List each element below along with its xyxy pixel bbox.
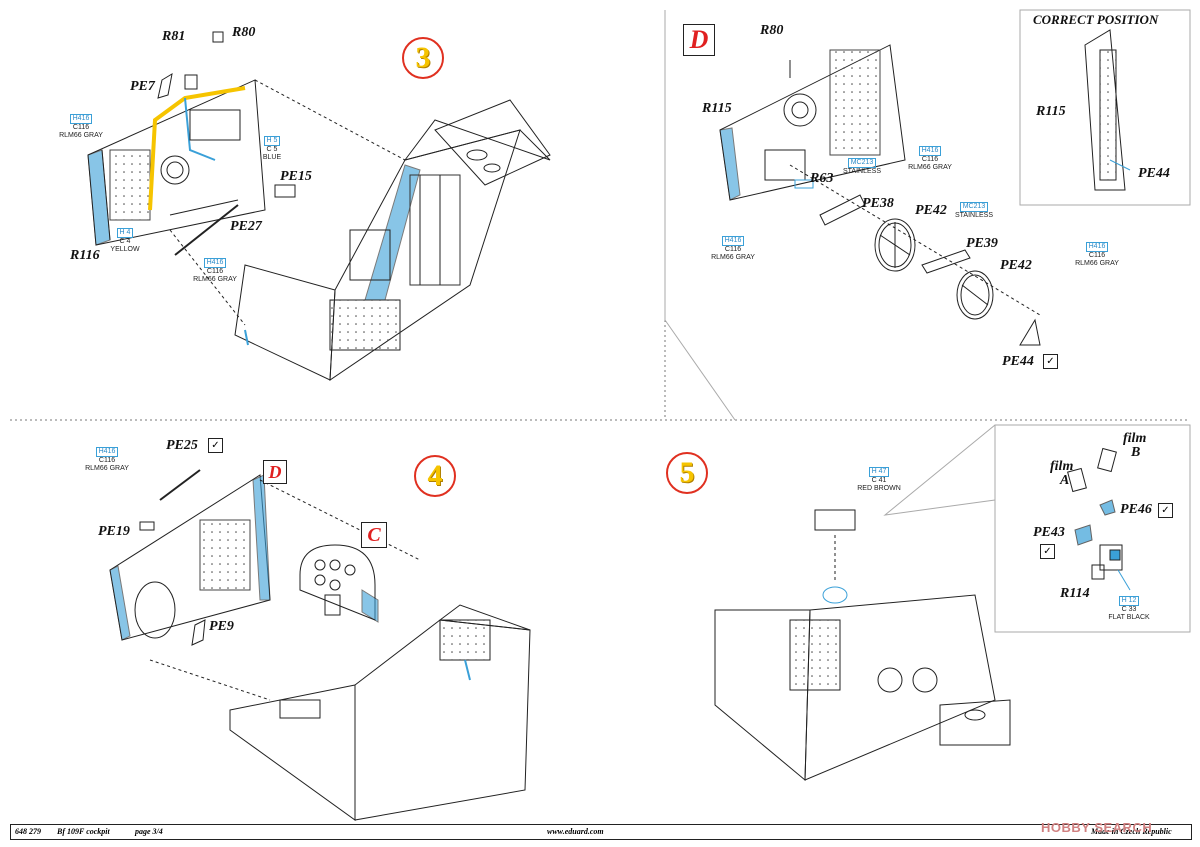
color-callout-5: MC213 STAINLESS <box>834 158 890 176</box>
checkmark-icon-pe25: ✓ <box>208 438 223 453</box>
color-callout-6: H416 C116 RLM66 GRAY <box>902 146 958 172</box>
part-label-pe42-a: PE42 <box>915 203 947 218</box>
footer-product-title: Bf 109F cockpit <box>57 827 110 836</box>
footer-page-number: page 3/4 <box>135 827 163 836</box>
color-name: RLM66 GRAY <box>1075 260 1119 267</box>
part-label-pe39: PE39 <box>966 236 998 251</box>
color-name: RED BROWN <box>857 485 901 492</box>
color-name: YELLOW <box>110 246 140 253</box>
color-name: STAINLESS <box>843 168 881 175</box>
part-label-pe27: PE27 <box>230 219 262 234</box>
color-code-h: H416 <box>1085 242 1109 252</box>
part-label-r114: R114 <box>1060 586 1090 601</box>
color-code-h: H416 <box>203 258 227 268</box>
part-label-pe19: PE19 <box>98 524 130 539</box>
color-name: RLM66 GRAY <box>59 132 103 139</box>
part-label-pe44-inset: PE44 <box>1138 166 1170 181</box>
step5-fuselage <box>714 586 1011 782</box>
substep-c-marker: C <box>361 522 387 548</box>
color-code-h: H 12 <box>1118 596 1140 606</box>
color-code-c: C116 <box>1088 252 1106 259</box>
correct-position-heading: CORRECT POSITION <box>1033 12 1159 27</box>
color-code-h: H 5 <box>263 136 281 146</box>
color-callout-2: H 5 C 5 BLUE <box>252 136 292 162</box>
part-label-pe38: PE38 <box>862 196 894 211</box>
footer-product-code: 648 279 <box>15 827 41 836</box>
color-callout-3: H 4 C 4 YELLOW <box>102 228 148 254</box>
color-code-h: H 4 <box>116 228 134 238</box>
part-label-pe42-b: PE42 <box>1000 258 1032 273</box>
part-label-pe9: PE9 <box>209 619 234 634</box>
color-code-c: C116 <box>724 246 742 253</box>
color-callout-12: H 12 C 33 FLAT BLACK <box>1102 596 1156 622</box>
color-name: RLM66 GRAY <box>85 465 129 472</box>
part-label-pe25: PE25 <box>166 438 198 453</box>
part-label-film-a-letter: A <box>1060 473 1070 488</box>
substep-d-marker-step4: D <box>263 460 287 484</box>
color-code-h: H416 <box>69 114 93 124</box>
footer-made-in: Made in Czech Republic <box>1091 827 1172 836</box>
color-code-c: C116 <box>921 156 939 163</box>
color-code-h: MC213 <box>847 158 877 168</box>
part-label-pe44-stepD: PE44 <box>1002 354 1034 369</box>
color-code-h: MC213 <box>959 202 989 212</box>
color-code-c: C 41 <box>871 477 887 484</box>
checkmark-icon-pe43: ✓ <box>1040 544 1055 559</box>
color-code-h: H416 <box>721 236 745 246</box>
color-name: RLM66 GRAY <box>908 164 952 171</box>
checkmark-icon-pe44: ✓ <box>1043 354 1058 369</box>
step-3-marker: 3 <box>402 37 444 79</box>
step4-side-panel <box>109 474 271 641</box>
color-code-h: H416 <box>918 146 942 156</box>
part-label-film-b-letter: B <box>1131 445 1141 460</box>
part-label-r115-inset: R115 <box>1036 104 1066 119</box>
color-callout-4: H416 C116 RLM66 GRAY <box>190 258 240 284</box>
part-label-r80-stepD: R80 <box>760 23 784 38</box>
color-code-h: H 47 <box>868 467 890 477</box>
step-4-marker: 4 <box>414 455 456 497</box>
color-callout-8: H416 C116 RLM66 GRAY <box>706 236 760 262</box>
part-label-film-b-word: film <box>1123 431 1147 446</box>
part-label-r63: R63 <box>810 171 834 186</box>
color-name: RLM66 GRAY <box>193 276 237 283</box>
color-callout-7: MC213 STAINLESS <box>946 202 1002 220</box>
color-code-c: C116 <box>98 457 116 464</box>
part-label-film-a-word: film <box>1050 459 1074 474</box>
color-code-h: H416 <box>95 447 119 457</box>
part-label-pe46: PE46 <box>1120 502 1152 517</box>
step3-fuselage <box>234 99 551 381</box>
step-5-marker: 5 <box>666 452 708 494</box>
footer-website: www.eduard.com <box>547 827 604 836</box>
substep-d-marker-top: D <box>683 24 715 56</box>
color-code-c: C 5 <box>266 146 278 153</box>
color-callout-10: H416 C116 RLM66 GRAY <box>82 447 132 473</box>
hobby-search-watermark: HOBBY SEARCH <box>1041 820 1153 835</box>
part-label-r116: R116 <box>70 248 100 263</box>
checkmark-icon-pe46: ✓ <box>1158 503 1173 518</box>
footer-bar: 648 279 Bf 109F cockpit page 3/4 www.edu… <box>10 824 1192 840</box>
stepD-side-panel <box>719 44 906 201</box>
part-label-r81: R81 <box>162 29 186 44</box>
part-label-r115-stepD: R115 <box>702 101 732 116</box>
color-name: RLM66 GRAY <box>711 254 755 261</box>
color-callout-9: H416 C116 RLM66 GRAY <box>1070 242 1124 268</box>
step4-instrument-panel <box>299 544 379 623</box>
color-code-c: C116 <box>206 268 224 275</box>
color-callout-11: H 47 C 41 RED BROWN <box>854 467 904 493</box>
color-name: FLAT BLACK <box>1108 614 1150 621</box>
color-name: BLUE <box>262 154 282 161</box>
color-callout-1: H416 C116 RLM66 GRAY <box>56 114 106 140</box>
color-code-c: C 4 <box>119 238 131 245</box>
color-code-c: C 33 <box>1121 606 1137 613</box>
color-name: STAINLESS <box>955 212 993 219</box>
color-code-c: C116 <box>72 124 90 131</box>
step4-fuselage <box>229 604 531 821</box>
part-label-pe15: PE15 <box>280 169 312 184</box>
part-label-pe7: PE7 <box>130 79 155 94</box>
part-label-pe43: PE43 <box>1033 525 1065 540</box>
part-label-r80-step3: R80 <box>232 25 256 40</box>
